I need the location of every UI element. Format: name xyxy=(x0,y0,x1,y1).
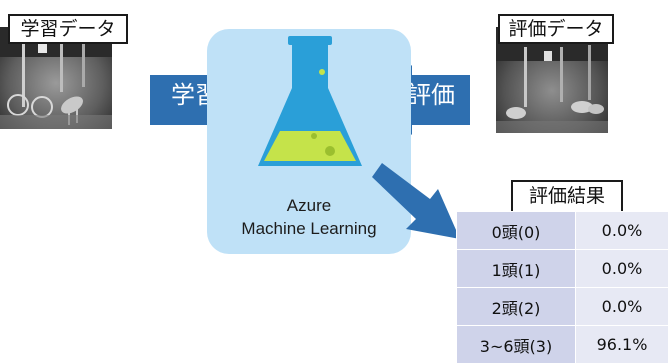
training-data-label: 学習データ xyxy=(8,14,128,44)
table-row: 0頭(0) 0.0% xyxy=(456,211,669,250)
table-row: 1頭(1) 0.0% xyxy=(456,249,669,288)
results-title: 評価結果 xyxy=(511,180,623,213)
results-table: 0頭(0) 0.0% 1頭(1) 0.0% 2頭(2) 0.0% 3~6頭(3)… xyxy=(456,211,669,364)
count-cell: 0頭(0) xyxy=(456,211,576,250)
value-cell: 96.1% xyxy=(575,325,669,364)
value-cell: 0.0% xyxy=(575,287,669,326)
table-row: 3~6頭(3) 96.1% xyxy=(456,325,669,364)
count-cell: 2頭(2) xyxy=(456,287,576,326)
result-arrow xyxy=(372,163,460,239)
value-cell: 0.0% xyxy=(575,211,669,250)
flask-icon xyxy=(258,36,362,166)
service-name-line1: Azure xyxy=(286,196,332,215)
count-cell: 3~6頭(3) xyxy=(456,325,576,364)
count-cell: 1頭(1) xyxy=(456,249,576,288)
service-name-line2: Machine Learning xyxy=(241,219,377,238)
value-cell: 0.0% xyxy=(575,249,669,288)
table-row: 2頭(2) 0.0% xyxy=(456,287,669,326)
eval-arrow-label: 評価 xyxy=(407,81,455,109)
evaluation-data-label: 評価データ xyxy=(498,14,614,44)
